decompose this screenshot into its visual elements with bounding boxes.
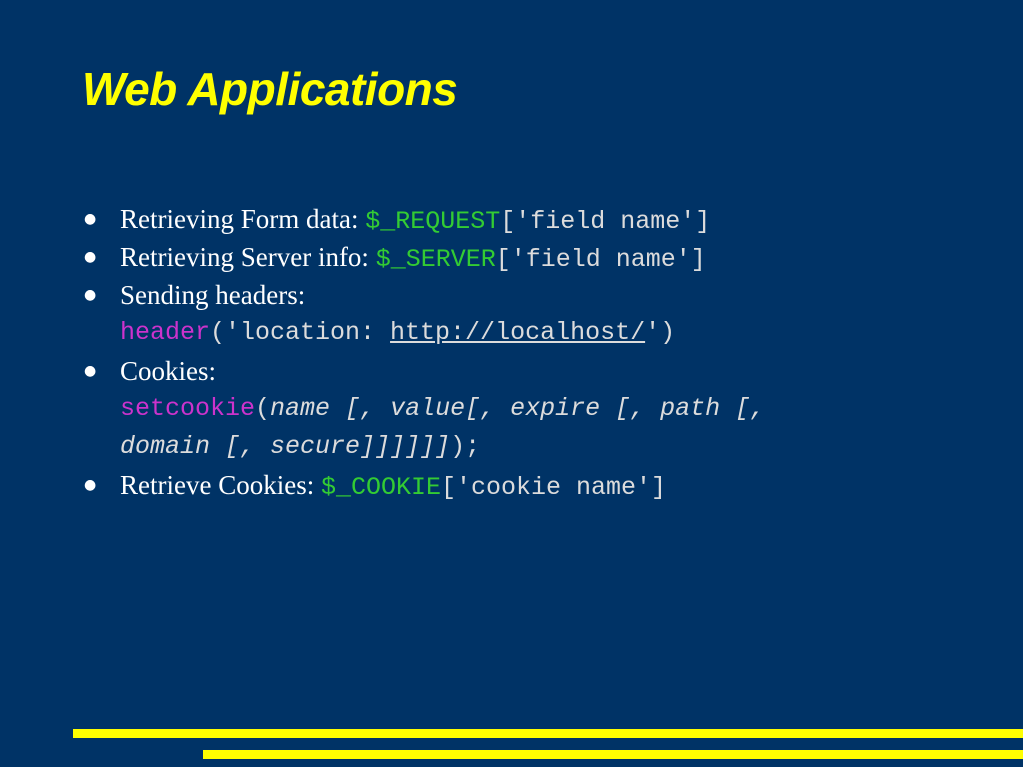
code-function: header [120,318,211,347]
bullet-item-form-data: ● Retrieving Form data: $_REQUEST['field… [84,200,984,238]
code-index: ['field name'] [495,245,706,274]
bullet-dot-icon: ● [84,363,97,379]
localhost-link[interactable]: http://localhost/ [390,318,646,347]
bullet-dot-icon: ● [84,477,97,493]
code-variable: $_SERVER [375,245,496,274]
code-text: ); [450,432,481,461]
bullet-dot-icon: ● [84,249,97,265]
slide-title: Web Applications [82,63,458,115]
code-index: ['field name'] [500,207,711,236]
bullet-list: ● Retrieving Form data: $_REQUEST['field… [84,200,984,504]
bullet-dot-icon: ● [84,211,97,227]
decor-bar-bottom [203,750,1023,759]
code-text: ') [645,318,676,347]
bullet-dot-icon: ● [84,287,97,303]
bullet-item-cookies: ● Cookies: [84,352,984,390]
code-text: ('location: [210,318,391,347]
code-line-header: header('location: http://localhost/') [84,314,984,352]
bullet-label: Retrieve Cookies: [120,470,321,500]
code-function: setcookie [120,394,256,423]
code-variable: $_COOKIE [320,473,441,502]
code-args: domain [, secure]]]]]] [120,432,451,461]
bullet-item-retrieve-cookies: ● Retrieve Cookies: $_COOKIE['cookie nam… [84,466,984,504]
code-line-setcookie-cont: domain [, secure]]]]]]); [84,428,984,466]
code-line-setcookie: setcookie(name [, value[, expire [, path… [84,390,984,428]
code-variable: $_REQUEST [365,207,501,236]
bullet-label: Sending headers: [120,280,306,310]
bullet-label: Retrieving Form data: [120,204,366,234]
bullet-label: Retrieving Server info: [120,242,376,272]
code-index: ['cookie name'] [441,473,667,502]
decor-bar-top [73,729,1023,738]
bullet-item-server-info: ● Retrieving Server info: $_SERVER['fiel… [84,238,984,276]
bullet-item-headers: ● Sending headers: [84,276,984,314]
code-args: name [, value[, expire [, path [, [270,394,766,423]
code-text: ( [255,394,271,423]
bullet-label: Cookies: [120,356,217,386]
